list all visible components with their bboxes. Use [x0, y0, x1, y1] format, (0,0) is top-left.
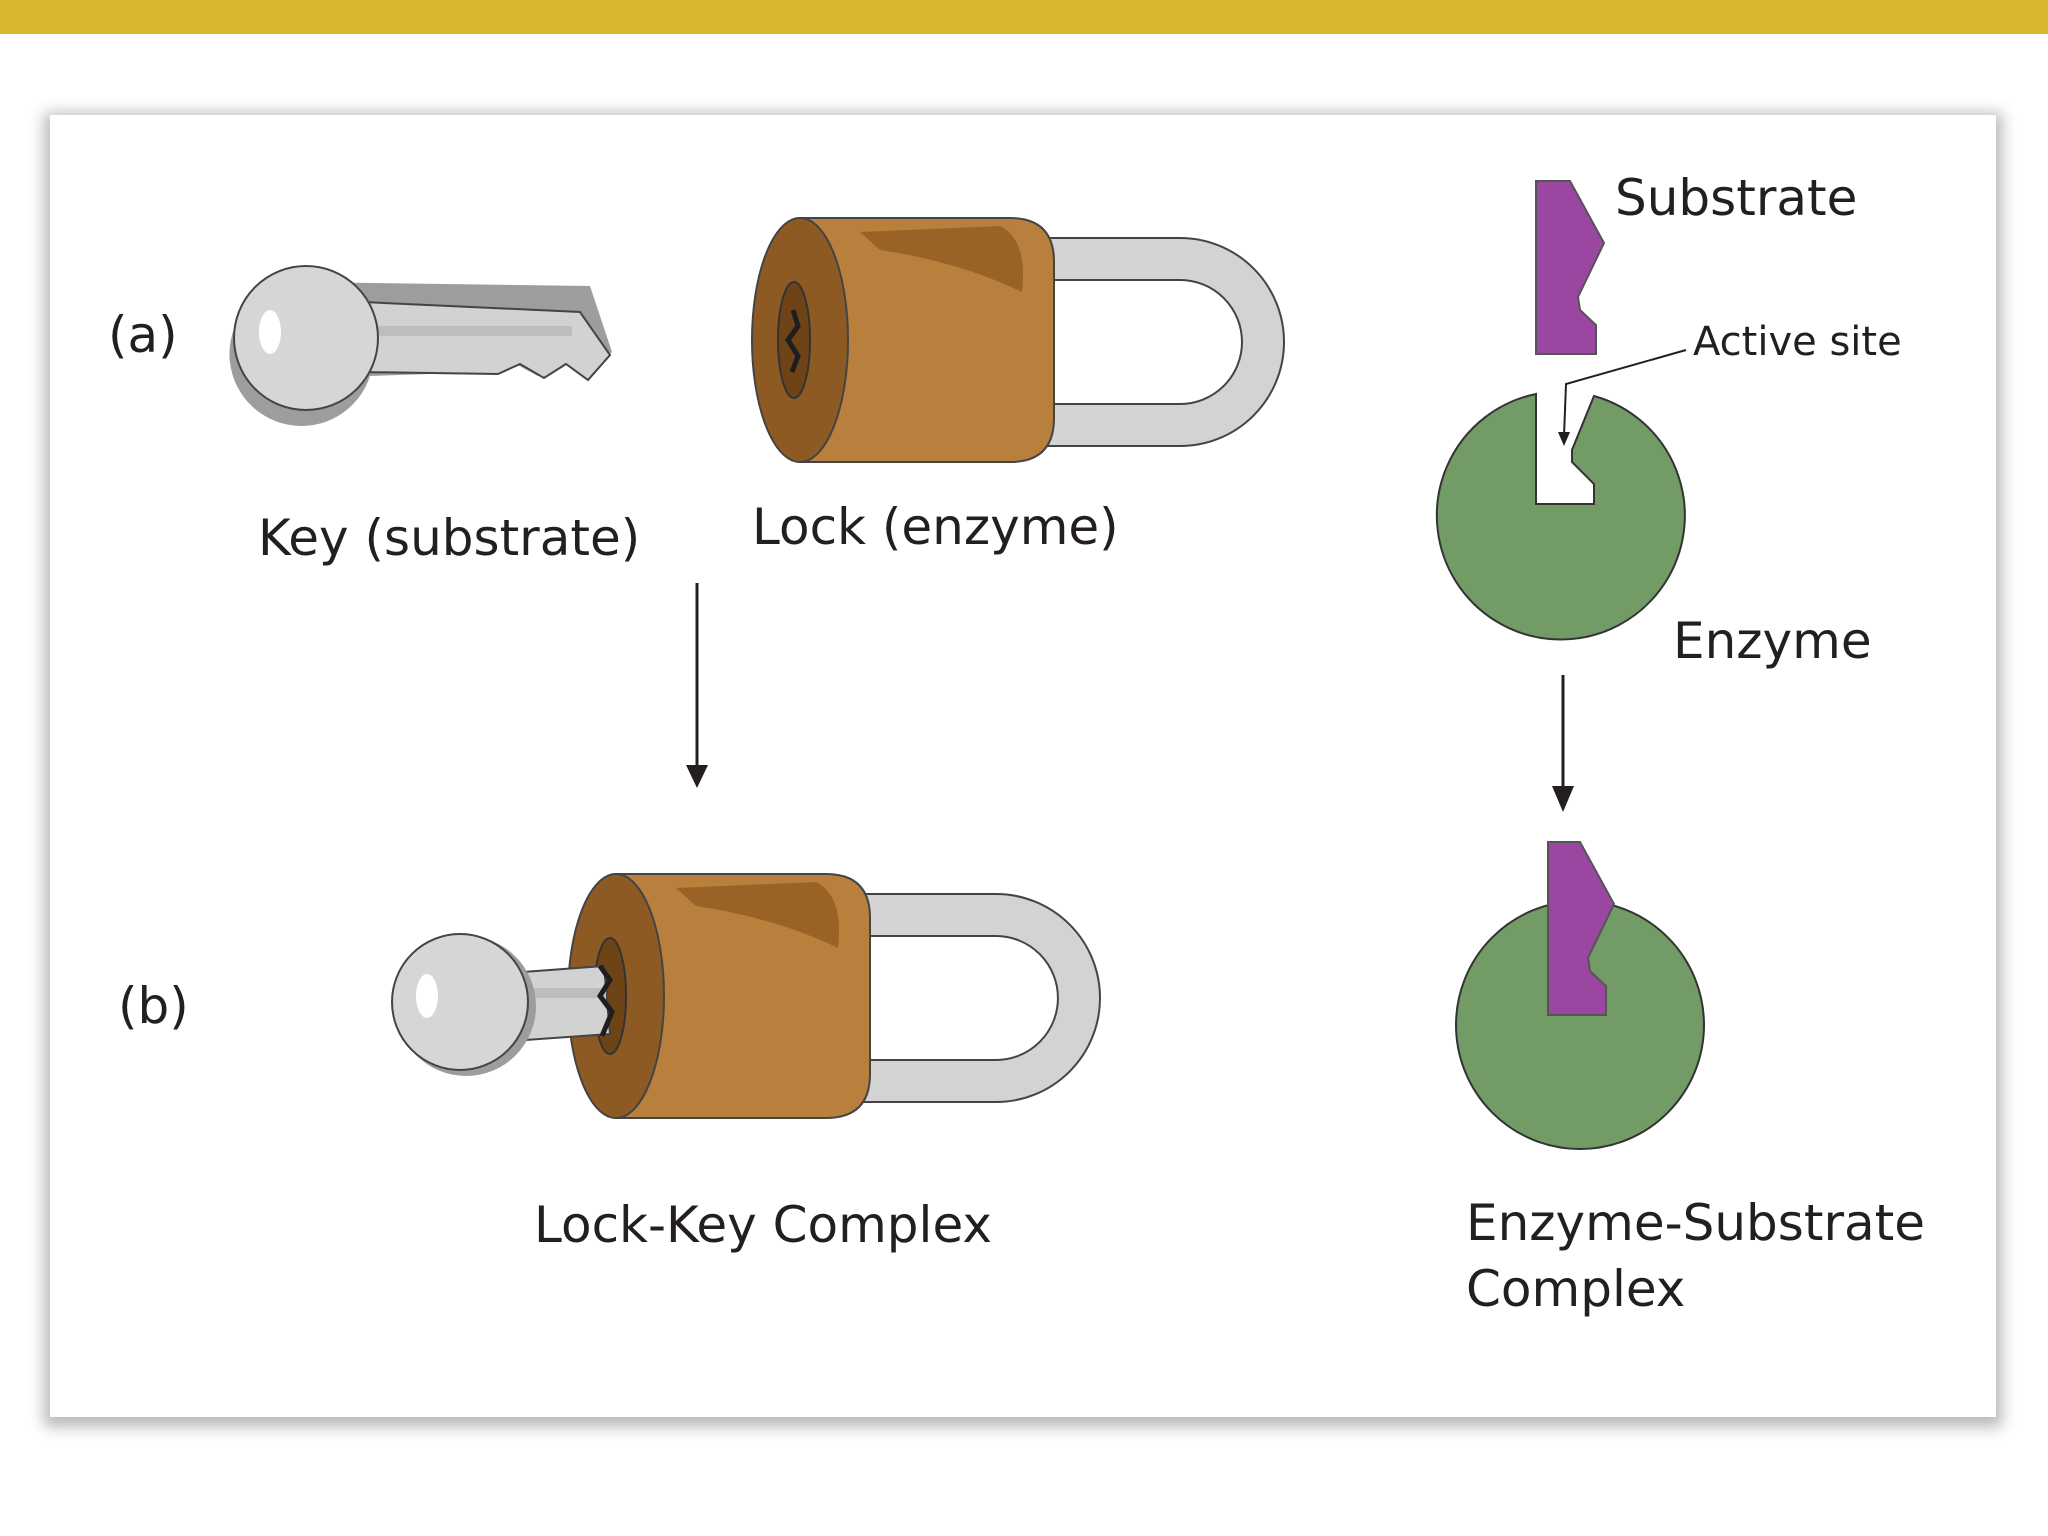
substrate-complex-shape [1547, 841, 1616, 1016]
key-icon [229, 265, 612, 426]
padlock-icon [751, 217, 1285, 463]
active-site-leader [1563, 349, 1687, 437]
substrate-shape [1535, 180, 1606, 355]
active-site-arrowhead [1558, 432, 1570, 446]
lock-key-complex-icon [391, 873, 1101, 1119]
key-label: Key (substrate) [258, 509, 640, 567]
lock-label: Lock (enzyme) [752, 498, 1119, 556]
lock-key-complex-label: Lock-Key Complex [534, 1196, 992, 1254]
arrow-down-head-right [1552, 786, 1574, 812]
es-complex-label-line1: Enzyme-Substrate [1466, 1194, 1925, 1252]
active-site-label: Active site [1693, 319, 1902, 365]
es-complex-label-line2: Complex [1466, 1260, 1685, 1318]
substrate-label: Substrate [1615, 169, 1857, 227]
enzyme-shape [1435, 392, 1686, 641]
row-label-b: (b) [118, 977, 189, 1035]
arrow-down-head [686, 765, 708, 788]
enzyme-label: Enzyme [1673, 612, 1872, 670]
top-accent-bar [0, 0, 2048, 34]
row-label-a: (a) [108, 306, 178, 364]
